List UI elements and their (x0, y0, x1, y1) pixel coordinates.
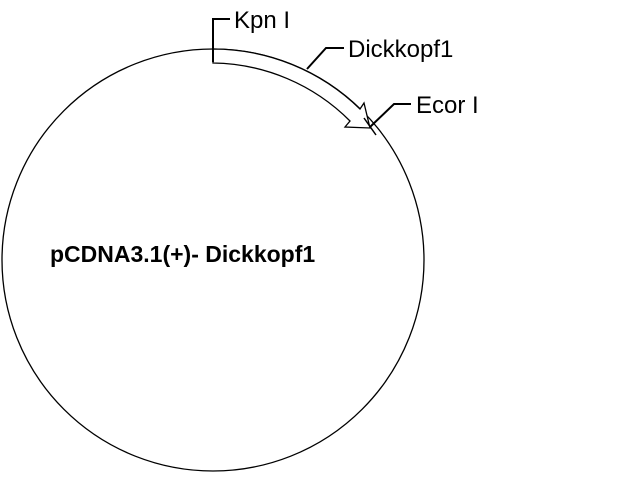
dickkopf1-insert-arrow (212, 48, 371, 129)
kpn-site-leader-line (212, 18, 230, 62)
dickkopf1-label: Dickkopf1 (348, 36, 453, 63)
ecor-site-label: Ecor I (416, 92, 479, 119)
plasmid-name: pCDNA3.1(+)- Dickkopf1 (50, 241, 315, 267)
ecor-site-leader-line (369, 103, 411, 128)
dickkopf1-leader-line (306, 47, 344, 70)
kpn-site-label: Kpn I (234, 7, 290, 34)
ecor-site-tick (363, 117, 377, 136)
